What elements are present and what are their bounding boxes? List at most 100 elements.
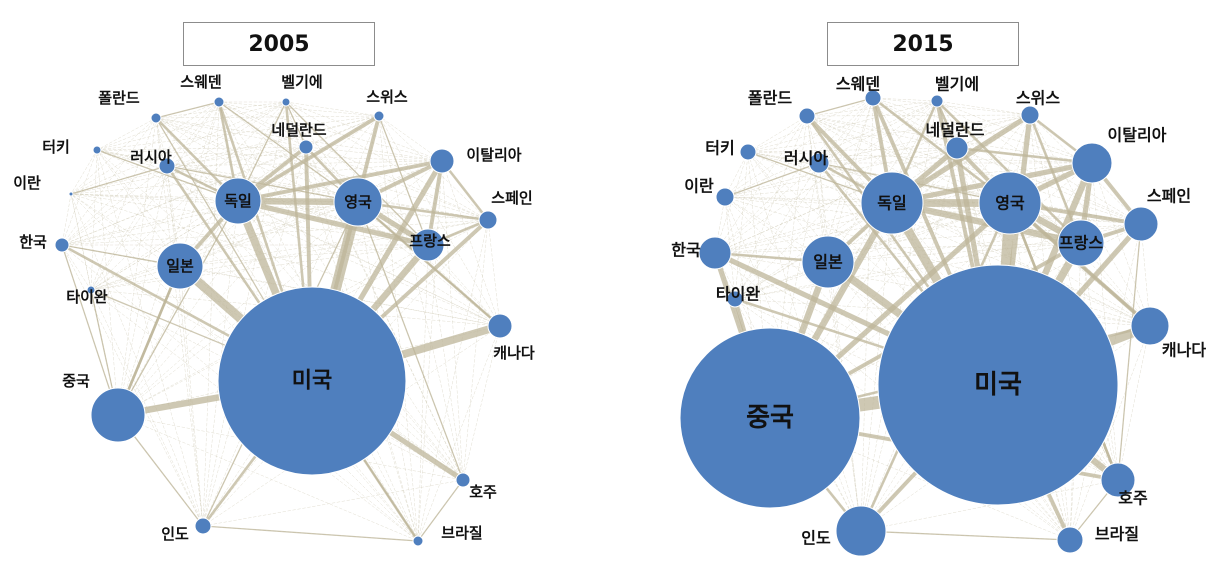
edge-china-brazil bbox=[769, 417, 1071, 541]
edge-germany-italy bbox=[236, 159, 444, 203]
edge-australia-taiwan bbox=[90, 289, 464, 481]
edge-poland-taiwan bbox=[90, 117, 157, 291]
node-netherlands bbox=[945, 136, 969, 160]
label-australia: 호주 bbox=[1118, 489, 1148, 508]
edge-china-netherlands bbox=[117, 146, 307, 416]
edge-switzerland-turkey bbox=[96, 115, 380, 151]
edge-italy-netherlands bbox=[305, 146, 443, 162]
edge-sweden-belgium bbox=[872, 97, 938, 102]
node-poland bbox=[150, 112, 162, 124]
label-canada: 캐나다 bbox=[1162, 341, 1206, 360]
edge-korea-taiwan bbox=[61, 244, 92, 291]
edge-belgium-switzerland bbox=[936, 100, 1031, 116]
node-australia bbox=[1100, 462, 1136, 498]
edge-spain-australia bbox=[1117, 223, 1142, 481]
edge-australia-india bbox=[860, 479, 1119, 532]
edge-italy-sweden bbox=[872, 97, 1093, 164]
node-germany bbox=[860, 171, 924, 235]
label-netherlands: 네덜란드 bbox=[271, 121, 326, 139]
edge-france-russia bbox=[166, 165, 429, 246]
edge-belgium-korea bbox=[714, 100, 938, 254]
edge-turkey-iran bbox=[70, 149, 98, 195]
node-spain bbox=[478, 210, 498, 230]
edge-russia-taiwan bbox=[90, 165, 168, 291]
edge-sweden-korea bbox=[714, 97, 874, 254]
node-china bbox=[679, 327, 861, 509]
node-iran bbox=[715, 187, 735, 207]
label-belgium: 벨기에 bbox=[935, 75, 979, 94]
edge-netherlands-poland bbox=[155, 117, 307, 148]
label-germany: 독일 bbox=[877, 194, 906, 213]
edge-sweden-turkey bbox=[96, 101, 220, 151]
node-italy bbox=[429, 148, 455, 174]
edge-canada-brazil bbox=[417, 325, 501, 542]
node-china bbox=[90, 387, 146, 443]
node-uk bbox=[333, 177, 383, 227]
label-brazil: 브라질 bbox=[1095, 525, 1139, 544]
edge-japan-poland bbox=[806, 115, 829, 263]
edge-italy-poland bbox=[155, 117, 443, 162]
label-taiwan: 타이완 bbox=[716, 285, 760, 304]
node-poland bbox=[798, 107, 816, 125]
edge-belgium-turkey bbox=[96, 101, 287, 151]
node-usa bbox=[877, 264, 1119, 506]
edge-brazil-poland bbox=[155, 117, 419, 542]
edge-spain-netherlands bbox=[956, 147, 1142, 225]
edge-canada-iran bbox=[70, 193, 501, 327]
node-russia bbox=[808, 152, 830, 174]
edge-uk-japan bbox=[179, 201, 359, 267]
edge-japan-turkey bbox=[96, 149, 181, 267]
edge-japan-switzerland bbox=[179, 115, 380, 267]
edge-sweden-iran bbox=[70, 101, 220, 195]
edge-switzerland-france bbox=[378, 115, 429, 246]
edge-poland-turkey bbox=[96, 117, 157, 151]
edge-belgium-iran bbox=[70, 101, 287, 195]
node-india bbox=[194, 517, 212, 535]
label-canada: 캐나다 bbox=[493, 344, 535, 362]
node-korea bbox=[698, 236, 732, 270]
edge-india-belgium bbox=[860, 100, 938, 532]
edge-russia-sweden bbox=[818, 97, 874, 164]
label-uk: 영국 bbox=[344, 193, 372, 211]
label-poland: 폴란드 bbox=[98, 89, 140, 107]
edge-germany-india bbox=[860, 202, 893, 532]
edge-india-sweden bbox=[860, 97, 874, 532]
edge-india-russia bbox=[818, 162, 862, 532]
label-iran: 이란 bbox=[684, 177, 714, 196]
edge-china-turkey bbox=[747, 151, 771, 419]
nodes bbox=[54, 96, 513, 547]
node-canada bbox=[1130, 306, 1170, 346]
edge-italy-canada bbox=[441, 160, 501, 327]
edge-iran-taiwan bbox=[70, 193, 92, 291]
edge-poland-turkey bbox=[747, 115, 808, 153]
edge-italy-belgium bbox=[936, 100, 1093, 164]
nodes bbox=[679, 89, 1170, 557]
edge-spain-taiwan bbox=[734, 223, 1142, 300]
node-japan bbox=[156, 242, 204, 290]
label-france: 프랑스 bbox=[409, 232, 451, 250]
node-canada bbox=[487, 313, 513, 339]
node-turkey bbox=[92, 145, 102, 155]
edge-russia-korea bbox=[714, 162, 820, 254]
edge-belgium-switzerland bbox=[285, 101, 380, 117]
node-spain bbox=[1123, 206, 1159, 242]
edge-canada-uk bbox=[357, 201, 501, 327]
edge-japan-india bbox=[179, 265, 204, 527]
edge-turkey-taiwan bbox=[90, 149, 98, 291]
label-usa: 미국 bbox=[974, 370, 1022, 400]
label-switzerland: 스위스 bbox=[366, 88, 408, 106]
edge-switzerland-poland bbox=[155, 115, 380, 119]
edge-india-sweden bbox=[202, 101, 220, 527]
edge-canada-belgium bbox=[936, 100, 1151, 327]
node-sweden bbox=[213, 96, 225, 108]
label-china: 중국 bbox=[62, 372, 90, 390]
label-france: 프랑스 bbox=[1059, 234, 1103, 253]
label-india: 인도 bbox=[161, 525, 189, 543]
node-belgium bbox=[281, 97, 291, 107]
edge-turkey-korea bbox=[61, 149, 98, 246]
label-korea: 한국 bbox=[19, 233, 47, 251]
edge-italy-korea bbox=[714, 162, 1093, 254]
edge-netherlands-turkey bbox=[747, 147, 958, 153]
